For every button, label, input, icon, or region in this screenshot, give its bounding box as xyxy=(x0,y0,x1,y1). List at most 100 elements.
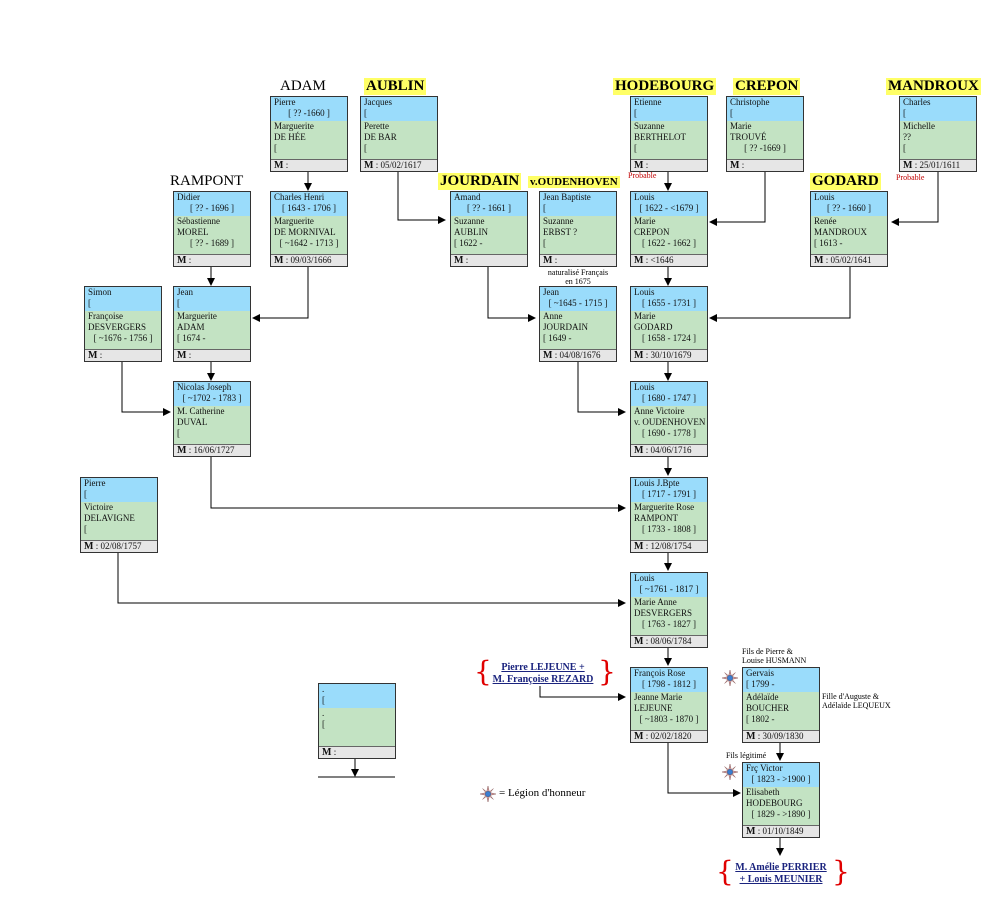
husband-dates: [ ~1645 - 1715 ] xyxy=(548,298,608,308)
marriage-label: M xyxy=(322,747,332,758)
wife-dates: [ 1658 - 1724 ] xyxy=(642,333,696,343)
wife-dates: [ xyxy=(364,143,367,153)
wife-dates: [ xyxy=(177,428,180,438)
link-perrier-meunier[interactable]: M. Amélie PERRIER + Louis MEUNIER xyxy=(726,862,836,886)
wife-surname: HODEBOURG xyxy=(746,798,803,808)
wife-name: Adélaïde xyxy=(746,692,779,702)
note-fille-auguste-line1: Fille d'Auguste & xyxy=(822,692,879,701)
husband-dates: [ 1655 - 1731 ] xyxy=(642,298,696,308)
wife-dates: [ 1622 - xyxy=(454,238,483,248)
wife-dates: [ xyxy=(634,143,637,153)
couple-card-louis-jbpte[interactable]: Louis J.Bpte[ 1717 - 1791 ] Marguerite R… xyxy=(630,477,708,553)
link-perrier-line1[interactable]: M. Amélie PERRIER xyxy=(735,862,827,873)
marriage-date: : xyxy=(188,350,192,360)
husband-name: Louis xyxy=(814,192,835,202)
husband-dates: [ 1680 - 1747 ] xyxy=(642,393,696,403)
wife-surname: TROUVÉ xyxy=(730,132,767,142)
husband-name: Gervais xyxy=(746,668,774,678)
wife-name: Anne Victoire xyxy=(634,406,685,416)
wife-name: . xyxy=(322,708,325,718)
note-probable-mandroux: Probable xyxy=(896,173,925,182)
link-perrier-line2[interactable]: + Louis MEUNIER xyxy=(739,874,823,885)
marriage-date: : 05/02/1617 xyxy=(375,160,422,170)
link-lejeune-line1[interactable]: Pierre LEJEUNE + xyxy=(501,662,585,673)
husband-name: Etienne xyxy=(634,97,662,107)
husband-dates: [ ?? -1660 ] xyxy=(288,108,330,118)
wife-name: M. Catherine xyxy=(177,406,225,416)
marriage-date: : 09/03/1666 xyxy=(285,255,332,265)
wife-surname: DUVAL xyxy=(177,417,208,427)
marriage-date: : xyxy=(465,255,469,265)
wife-name: Françoise xyxy=(88,311,123,321)
marriage-date: : xyxy=(99,350,103,360)
wife-surname: RAMPONT xyxy=(634,513,679,523)
husband-dates: [ ?? - 1661 ] xyxy=(467,203,511,213)
husband-dates: [ ?? - 1660 ] xyxy=(827,203,871,213)
wife-dates: [ 1674 - xyxy=(177,333,206,343)
husband-name: Jean xyxy=(177,287,193,297)
marriage-date: : 25/01/1611 xyxy=(914,160,961,170)
wife-name: Marguerite xyxy=(274,216,314,226)
wife-surname: MANDROUX xyxy=(814,227,868,237)
wife-name: Perette xyxy=(364,121,389,131)
marriage-date: : xyxy=(188,255,192,265)
wife-dates: [ 1690 - 1778 ] xyxy=(642,428,696,438)
husband-dates: [ 1622 - <1679 ] xyxy=(639,203,699,213)
wife-surname: DE HÉE xyxy=(274,132,306,142)
couple-card-empty[interactable]: .[ .[ M : xyxy=(318,683,396,759)
wife-surname: BOUCHER xyxy=(746,703,790,713)
wife-name: Suzanne xyxy=(543,216,574,226)
couple-card-francois-rose[interactable]: François Rose[ 1798 - 1812 ] Jeanne Mari… xyxy=(630,667,708,743)
couple-card-nicolas-joseph[interactable]: Nicolas Joseph[ ~1702 - 1783 ] M. Cather… xyxy=(173,381,251,457)
marriage-label: M xyxy=(730,160,740,171)
surname-mandroux: MANDROUX xyxy=(886,78,981,95)
wife-dates: [ xyxy=(903,143,906,153)
husband-dates: [ 1798 - 1812 ] xyxy=(642,679,696,689)
husband-dates: [ 1823 - >1900 ] xyxy=(751,774,811,784)
wife-name: Marie Anne xyxy=(634,597,677,607)
wife-surname: CREPON xyxy=(634,227,670,237)
husband-name: Didier xyxy=(177,192,200,202)
wife-dates: [ 1763 - 1827 ] xyxy=(642,619,696,629)
husband-name: Louis xyxy=(634,382,655,392)
brace-left-lejeune: { xyxy=(474,655,492,688)
marriage-label: M xyxy=(634,541,644,552)
husband-dates: [ 1643 - 1706 ] xyxy=(282,203,336,213)
wife-name: Suzanne xyxy=(634,121,665,131)
husband-name: Louis J.Bpte xyxy=(634,478,680,488)
link-lejeune-line2[interactable]: M. Françoise REZARD xyxy=(492,674,594,685)
husband-name: Jacques xyxy=(364,97,392,107)
marriage-date: : xyxy=(554,255,558,265)
husband-name: Louis xyxy=(634,192,655,202)
marriage-label: M xyxy=(177,255,187,266)
wife-name: Marguerite Rose xyxy=(634,502,695,512)
wife-name: Suzanne xyxy=(454,216,485,226)
link-lejeune-rezard[interactable]: Pierre LEJEUNE + M. Françoise REZARD xyxy=(484,662,602,686)
wife-surname: ?? xyxy=(903,132,911,142)
marriage-label: M xyxy=(634,255,644,266)
wife-surname: LEJEUNE xyxy=(634,703,673,713)
couple-card-charles-mandroux[interactable]: Charles[ Michelle??[ M : 25/01/1611 xyxy=(899,96,977,172)
wife-name: Michelle xyxy=(903,121,935,131)
husband-dates: [ xyxy=(634,108,637,118)
wife-dates: [ ?? -1669 ] xyxy=(744,143,786,153)
